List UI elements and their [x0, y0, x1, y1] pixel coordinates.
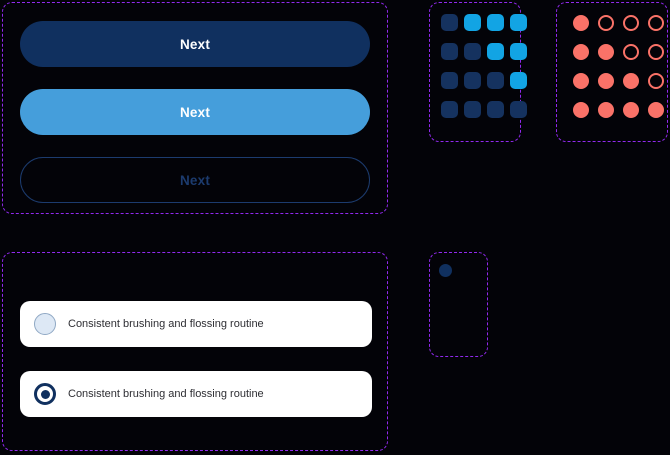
radio-grid	[573, 15, 664, 118]
radio-icon[interactable]	[573, 15, 589, 31]
radio-icon[interactable]	[573, 44, 589, 60]
radio-icon[interactable]	[648, 73, 664, 89]
button-stack: Next Next Next	[20, 21, 370, 203]
next-button-disabled[interactable]: Next	[20, 157, 370, 203]
checkbox-icon[interactable]	[510, 101, 527, 118]
radio-grid-panel	[556, 2, 668, 142]
checkbox-icon[interactable]	[441, 72, 458, 89]
checkbox-icon[interactable]	[464, 101, 481, 118]
checkbox-icon[interactable]	[464, 14, 481, 31]
checkbox-icon[interactable]	[464, 72, 481, 89]
radio-icon[interactable]	[623, 73, 639, 89]
checkbox-icon[interactable]	[510, 14, 527, 31]
checkbox-icon[interactable]	[441, 14, 458, 31]
radio-option-card[interactable]: Consistent brushing and flossing routine	[20, 371, 372, 417]
radio-selected-icon[interactable]	[34, 383, 56, 405]
checkbox-grid	[441, 14, 527, 118]
radio-pair-panel	[429, 252, 488, 357]
radio-icon[interactable]	[598, 15, 614, 31]
radio-icon[interactable]	[648, 44, 664, 60]
checkbox-grid-panel	[429, 2, 527, 142]
radio-unselected-icon[interactable]	[34, 313, 56, 335]
checkbox-icon[interactable]	[510, 43, 527, 60]
radio-icon[interactable]	[648, 15, 664, 31]
radio-icon[interactable]	[598, 44, 614, 60]
buttons-panel: Next Next Next	[2, 2, 388, 214]
radio-icon[interactable]	[623, 44, 639, 60]
checkbox-icon[interactable]	[487, 101, 504, 118]
checkbox-icon[interactable]	[487, 72, 504, 89]
checkbox-icon[interactable]	[441, 43, 458, 60]
radio-option-label: Consistent brushing and flossing routine	[68, 318, 264, 330]
radio-icon[interactable]	[623, 15, 639, 31]
checkbox-icon[interactable]	[510, 72, 527, 89]
radio-cards-panel: Consistent brushing and flossing routine…	[2, 252, 388, 451]
radio-option-label: Consistent brushing and flossing routine	[68, 388, 264, 400]
checkbox-icon[interactable]	[487, 14, 504, 31]
checkbox-icon[interactable]	[487, 43, 504, 60]
radio-icon[interactable]	[648, 102, 664, 118]
radio-icon[interactable]	[573, 102, 589, 118]
radio-icon[interactable]	[598, 102, 614, 118]
next-button-secondary[interactable]: Next	[20, 89, 370, 135]
checkbox-icon[interactable]	[441, 101, 458, 118]
radio-icon[interactable]	[573, 73, 589, 89]
checkbox-icon[interactable]	[464, 43, 481, 60]
radio-icon[interactable]	[623, 102, 639, 118]
next-button-primary[interactable]: Next	[20, 21, 370, 67]
radio-icon[interactable]	[598, 73, 614, 89]
radio-option-card[interactable]: Consistent brushing and flossing routine	[20, 301, 372, 347]
